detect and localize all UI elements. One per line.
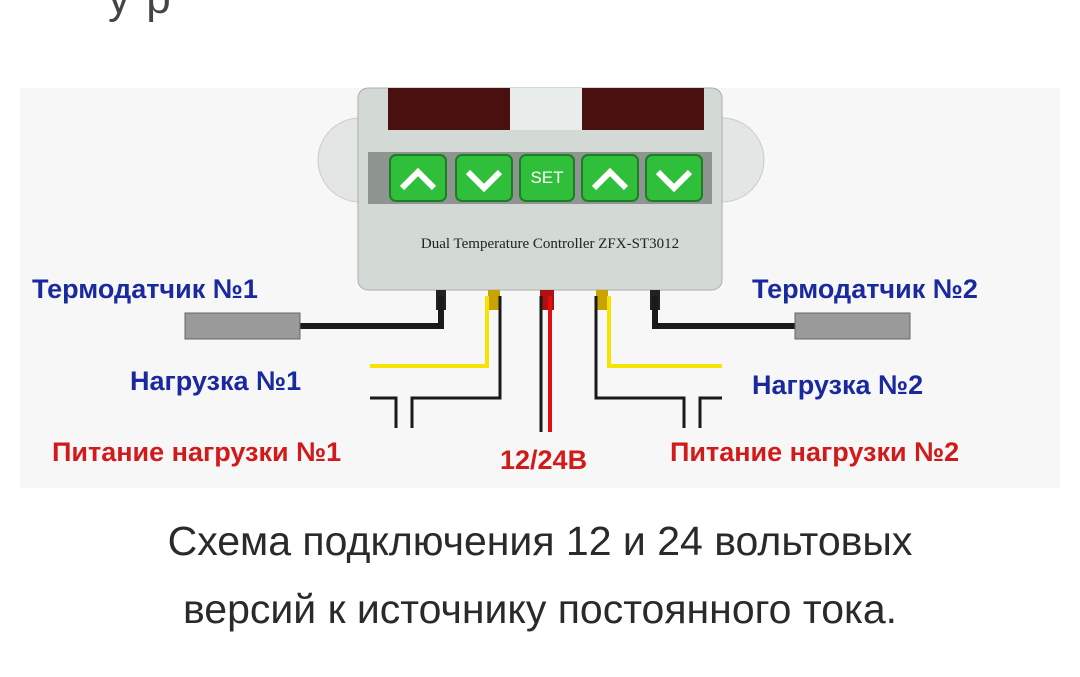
label-power-load2: Питание нагрузки №2 xyxy=(670,437,960,467)
label-power-load1: Питание нагрузки №1 xyxy=(52,437,342,467)
load2-wire-c xyxy=(698,396,722,428)
caption-line-1: Схема подключения 12 и 24 вольтовых xyxy=(167,518,913,564)
sensor2-wire xyxy=(652,296,795,329)
terminal-load1 xyxy=(488,290,500,310)
sensor1-wire xyxy=(300,296,444,329)
load1-wire-a xyxy=(370,296,489,368)
set-button-label: SET xyxy=(530,168,564,187)
sensor1-probe xyxy=(184,312,301,340)
down-button-2 xyxy=(645,154,703,202)
cropped-heading-fragment: у р xyxy=(108,0,173,24)
up-button-2 xyxy=(581,154,639,202)
load2-wire-b xyxy=(594,296,686,428)
device-title: Dual Temperature Controller ZFX-ST3012 xyxy=(420,236,680,252)
display-1 xyxy=(388,88,510,130)
load2-wire-a xyxy=(607,296,722,368)
display-gap xyxy=(510,88,582,130)
label-load2: Нагрузка №2 xyxy=(752,370,924,400)
load1-wire-b xyxy=(410,296,502,428)
down-button-1 xyxy=(455,154,513,202)
up-button-1 xyxy=(389,154,447,202)
label-sensor2: Термодатчик №2 xyxy=(752,274,978,304)
load1-wire-c xyxy=(370,396,398,428)
label-supply: 12/24В xyxy=(500,445,588,475)
label-load1: Нагрузка №1 xyxy=(130,366,302,396)
sensor2-probe xyxy=(794,312,911,340)
terminal-load2 xyxy=(596,290,608,310)
caption-line-2: версий к источнику постоянного тока. xyxy=(182,586,898,632)
display-2 xyxy=(582,88,704,130)
label-sensor1: Термодатчик №1 xyxy=(32,274,258,304)
set-button xyxy=(519,154,575,202)
